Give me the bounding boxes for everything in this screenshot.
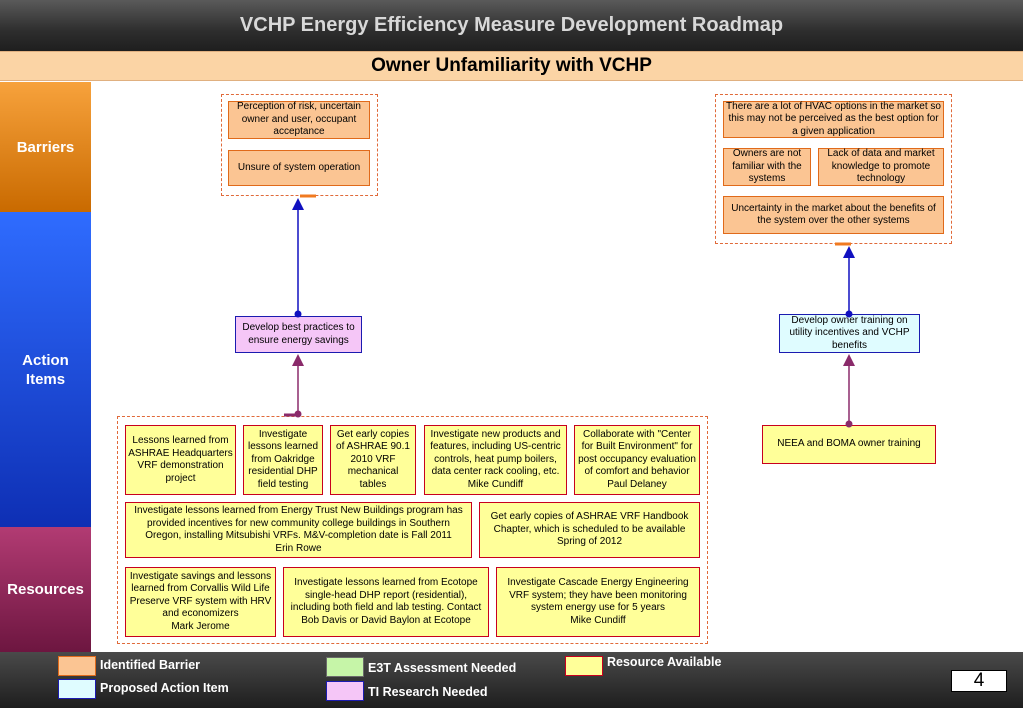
barrier-unsure-operation: Unsure of system operation bbox=[228, 150, 370, 186]
resource-energy-trust-new-buildings: Investigate lessons learned from Energy … bbox=[125, 502, 472, 558]
resource-cascade-energy-engineering: Investigate Cascade Energy Engineering V… bbox=[496, 567, 700, 637]
connector-resources-to-best-practices bbox=[284, 354, 304, 418]
slide-subtitle: Owner Unfamiliarity with VCHP bbox=[0, 51, 1023, 81]
resource-new-products: Investigate new products and features, i… bbox=[424, 425, 567, 495]
barrier-group-right bbox=[715, 94, 952, 244]
legend-swatch-e3t-assessment bbox=[326, 657, 364, 677]
connector-owner-training-to-barriers bbox=[835, 242, 855, 318]
legend-label-ti-research: TI Research Needed bbox=[368, 685, 488, 699]
legend-bar bbox=[0, 652, 1023, 708]
resource-corvallis-wildlife-preserve: Investigate savings and lessons learned … bbox=[125, 567, 276, 637]
connector-neea-to-owner-training bbox=[843, 354, 855, 428]
legend-label-resource-available: Resource Available bbox=[607, 655, 722, 669]
slide-title: VCHP Energy Efficiency Measure Developme… bbox=[0, 0, 1023, 51]
band-action-items: Action Items bbox=[0, 212, 91, 527]
resource-oakridge-dhp: Investigate lessons learned from Oakridg… bbox=[243, 425, 323, 495]
barrier-many-hvac-options: There are a lot of HVAC options in the m… bbox=[723, 101, 944, 138]
barrier-perception-of-risk: Perception of risk, uncertain owner and … bbox=[228, 101, 370, 139]
legend-swatch-proposed-action bbox=[58, 679, 96, 699]
page-number: 4 bbox=[951, 670, 1007, 692]
resource-ecotope-dhp-report: Investigate lessons learned from Ecotope… bbox=[283, 567, 489, 637]
resource-center-built-environment: Collaborate with "Center for Built Envir… bbox=[574, 425, 700, 495]
resource-ashrae-90-1-tables: Get early copies of ASHRAE 90.1 2010 VRF… bbox=[330, 425, 416, 495]
action-develop-owner-training: Develop owner training on utility incent… bbox=[779, 314, 920, 353]
band-action-items-label: Action Items bbox=[22, 351, 69, 388]
resource-ashrae-vrf-handbook: Get early copies of ASHRAE VRF Handbook … bbox=[479, 502, 700, 558]
barrier-group-left bbox=[221, 94, 378, 196]
resource-group-left bbox=[117, 416, 708, 644]
barrier-market-uncertainty: Uncertainty in the market about the bene… bbox=[723, 196, 944, 234]
barrier-lack-of-data: Lack of data and market knowledge to pro… bbox=[818, 148, 944, 186]
barrier-owners-not-familiar: Owners are not familiar with the systems bbox=[723, 148, 811, 186]
resource-ashrae-hq-lessons: Lessons learned from ASHRAE Headquarters… bbox=[125, 425, 236, 495]
legend-label-proposed-action: Proposed Action Item bbox=[100, 681, 229, 695]
resource-neea-boma-training: NEEA and BOMA owner training bbox=[762, 425, 936, 464]
band-resources: Resources bbox=[0, 527, 91, 652]
band-barriers: Barriers bbox=[0, 82, 91, 212]
legend-label-e3t-assessment: E3T Assessment Needed bbox=[368, 661, 517, 675]
connector-best-practices-to-barriers bbox=[292, 194, 316, 318]
legend-label-identified-barrier: Identified Barrier bbox=[100, 658, 201, 672]
action-develop-best-practices: Develop best practices to ensure energy … bbox=[235, 316, 362, 353]
legend-swatch-ti-research bbox=[326, 681, 364, 701]
legend-swatch-identified-barrier bbox=[58, 656, 96, 676]
legend-swatch-resource-available bbox=[565, 656, 603, 676]
